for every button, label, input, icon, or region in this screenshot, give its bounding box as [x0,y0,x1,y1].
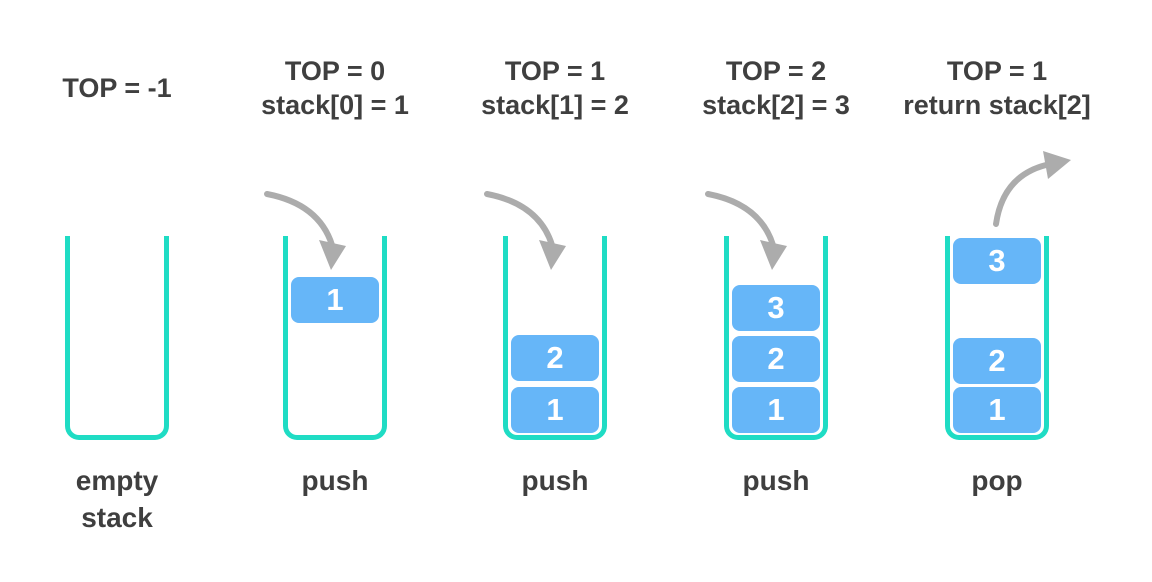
header-line: stack[2] = 3 [702,90,850,120]
stack-block: 1 [953,387,1041,433]
header-line: TOP = 0 [284,56,386,86]
stack-block: 1 [511,387,599,433]
header-line: return stack[2] [903,90,1091,120]
stage-empty-stack: TOP = -1 empty stack [2,0,232,582]
header-line: TOP = -1 [62,73,172,103]
header-line: stack[0] = 1 [261,90,409,120]
stage-label: push [521,465,589,496]
stage-label: pop [971,465,1023,496]
stage-label: push [301,465,369,496]
push-arrow-icon [484,191,566,270]
stage-label: empty stack [75,465,159,533]
header-line: TOP = 2 [725,56,827,86]
stack-block: 2 [511,335,599,381]
stack-block: 2 [732,336,820,382]
stack-container: 3 2 1 [724,236,828,440]
stage-push-second: TOP = 1 stack[1] = 2 2 1 push [440,0,670,582]
stage-label: push [742,465,810,496]
stage-push-third: TOP = 2 stack[2] = 3 3 2 1 push [661,0,891,582]
stack-block: 3 [732,285,820,331]
stage-pop: TOP = 1 return stack[2] 3 2 1 pop [882,0,1112,582]
pop-arrow-icon [993,151,1071,227]
stage-header: TOP = 1 stack[1] = 2 [440,53,670,123]
stage-push-first: TOP = 0 stack[0] = 1 1 push [220,0,450,582]
stack-block: 1 [732,387,820,433]
stage-header: TOP = 2 stack[2] = 3 [661,53,891,123]
stack-container [65,236,169,440]
push-arrow-icon [264,191,346,270]
stack-block: 1 [291,277,379,323]
stage-header: TOP = 0 stack[0] = 1 [220,53,450,123]
stack-container: 3 2 1 [945,236,1049,440]
stack-container: 2 1 [503,236,607,440]
header-line: TOP = 1 [946,56,1048,86]
stack-container: 1 [283,236,387,440]
push-arrow-icon [705,191,787,270]
stage-header: TOP = -1 [2,53,232,123]
stage-header: TOP = 1 return stack[2] [882,53,1112,123]
stack-block: 2 [953,338,1041,384]
header-line: stack[1] = 2 [481,90,629,120]
header-line: TOP = 1 [504,56,606,86]
stack-block: 3 [953,238,1041,284]
